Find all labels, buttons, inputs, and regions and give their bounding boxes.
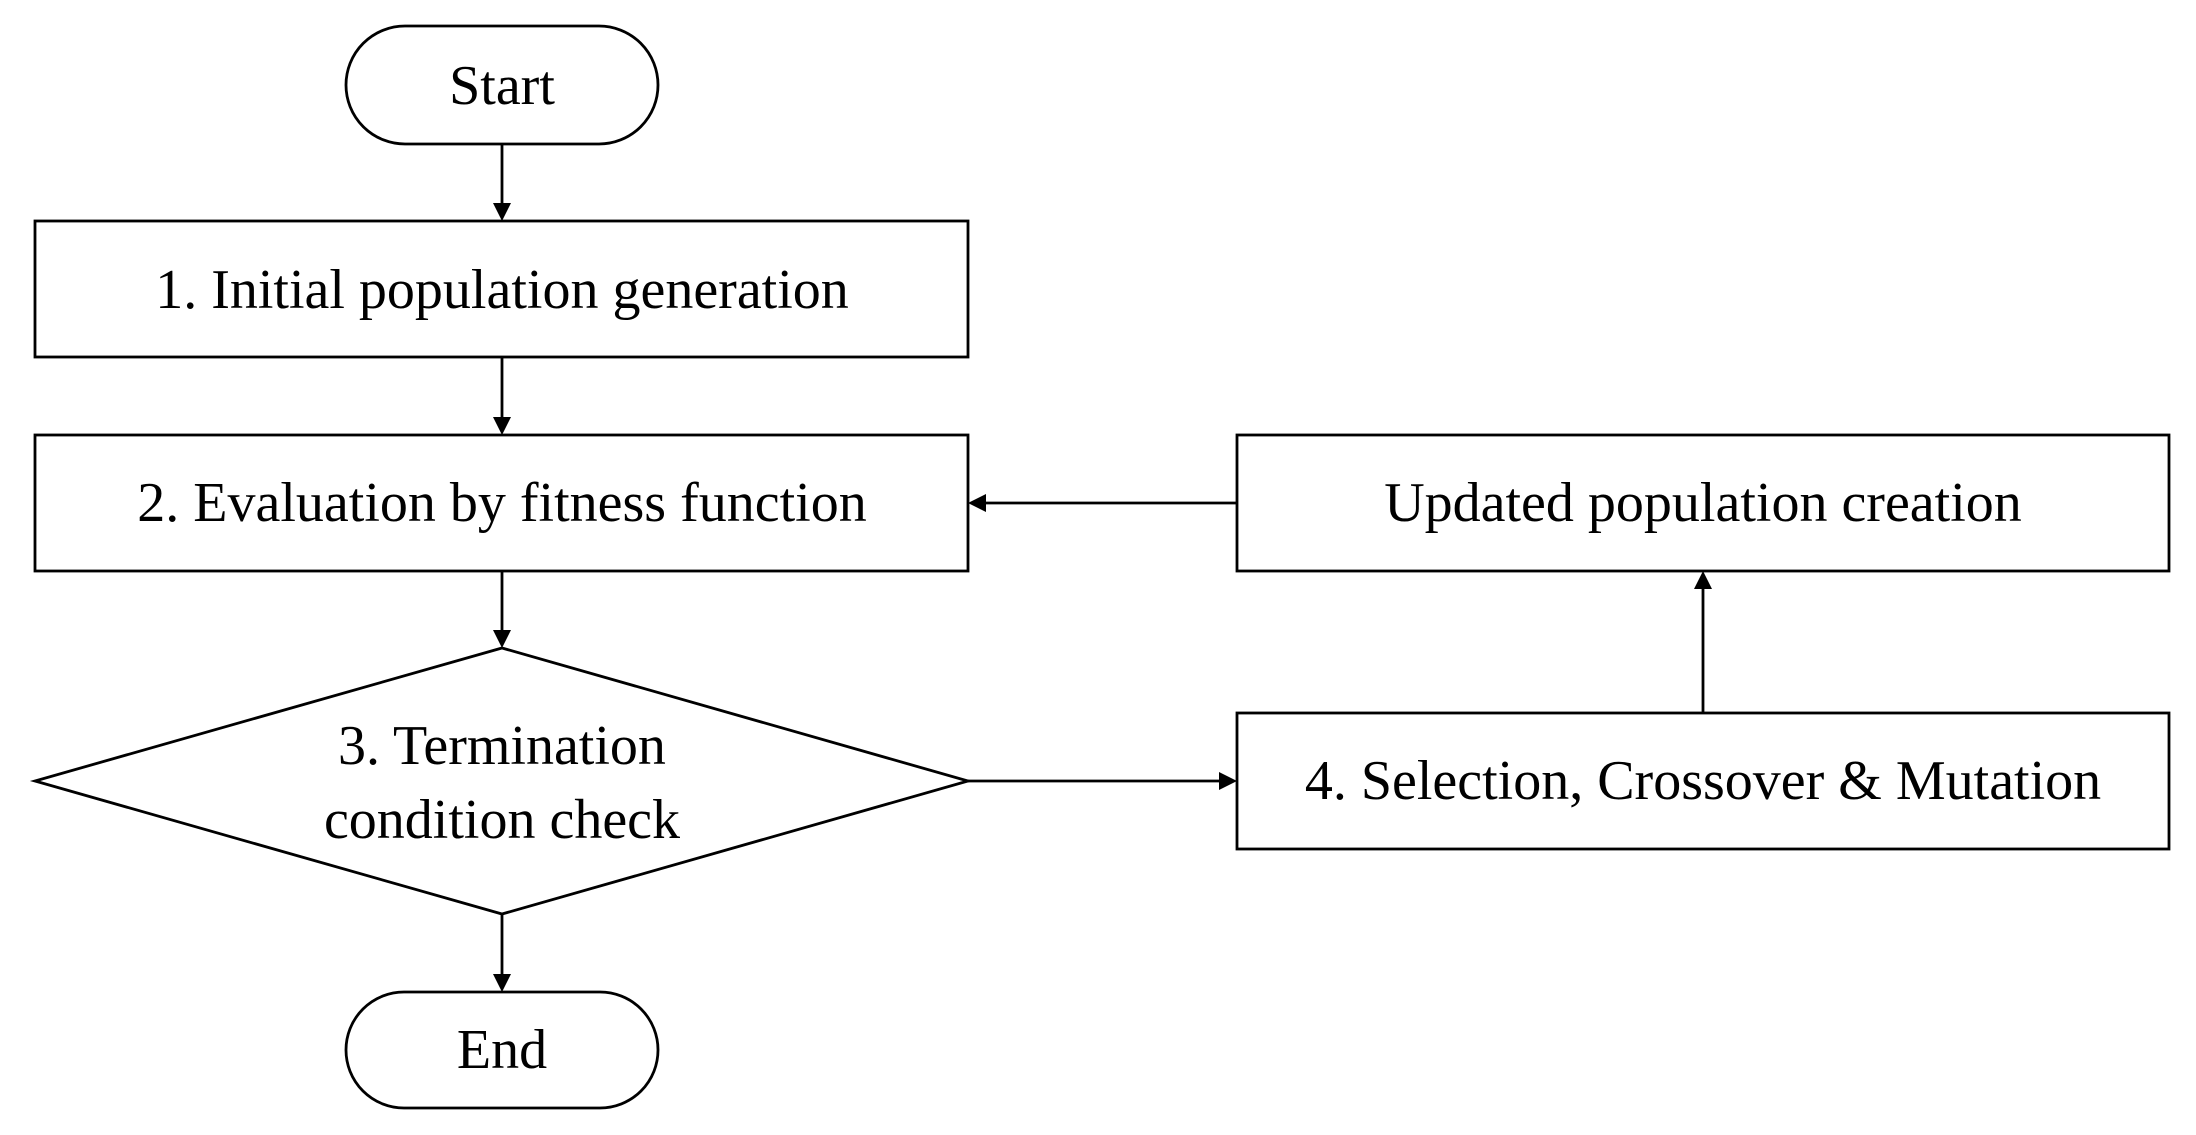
termination-check-node: 3. Termination condition check [29, 646, 974, 916]
selection-crossover-mutation-label: 4. Selection, Crossover & Mutation [1305, 750, 2101, 812]
arrow-step2-to-step3 [493, 571, 511, 648]
initial-population-node: 1. Initial population generation [33, 219, 970, 359]
updated-population-node: Updated population creation [1235, 433, 2171, 573]
arrow-step3-to-end [493, 914, 511, 992]
end-label: End [457, 1019, 547, 1081]
start-node: Start [344, 24, 660, 146]
selection-crossover-mutation-node: 4. Selection, Crossover & Mutation [1235, 711, 2171, 851]
initial-population-label: 1. Initial population generation [155, 259, 849, 321]
arrow-step3-to-step4 [968, 772, 1237, 790]
end-node: End [344, 990, 660, 1110]
termination-check-label-line2: condition check [324, 789, 680, 851]
arrow-start-to-step1 [493, 144, 511, 221]
arrow-step4-to-update [1694, 571, 1712, 713]
arrow-update-to-step2 [968, 494, 1237, 512]
arrow-step1-to-step2 [493, 357, 511, 435]
termination-check-label-line1: 3. Termination [338, 715, 666, 777]
updated-population-label: Updated population creation [1384, 472, 2022, 534]
fitness-evaluation-node: 2. Evaluation by fitness function [33, 433, 970, 573]
start-label: Start [449, 55, 555, 117]
fitness-evaluation-label: 2. Evaluation by fitness function [137, 472, 866, 534]
